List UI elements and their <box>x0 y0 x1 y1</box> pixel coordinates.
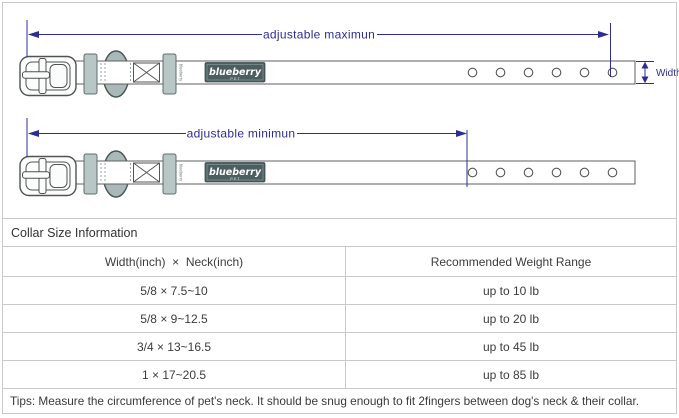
arrowhead-left-icon <box>28 31 39 38</box>
size-cell: 3/4 × 13~16.5 <box>3 333 346 360</box>
min-arrow-label: adjustable minimun <box>187 127 296 141</box>
brand-name: blueberry <box>209 67 262 78</box>
brand-subtitle: PET <box>230 177 240 181</box>
brand-subtitle: PET <box>230 77 240 81</box>
adjustment-holes <box>467 167 618 178</box>
buckle <box>19 155 77 197</box>
keeper-band <box>83 53 98 95</box>
table-row: 5/8 × 7.5~10 up to 10 lb <box>3 277 676 305</box>
cross-stitch-box <box>133 62 160 83</box>
collar-diagram: blueberry blueberry PET adjustable maxim… <box>19 20 679 198</box>
keeper-band <box>83 153 98 195</box>
weight-cell: up to 10 lb <box>482 283 540 298</box>
arrowhead-up-icon <box>641 61 649 69</box>
stitching <box>100 163 131 182</box>
table-title-row: Collar Size Information <box>3 219 676 247</box>
keeper-band <box>162 153 177 195</box>
arrowhead-down-icon <box>641 76 649 84</box>
arrowhead-right-icon <box>456 130 467 137</box>
width-label: Width <box>656 68 679 79</box>
weight-cell: up to 85 lb <box>482 367 540 382</box>
webbing-vertical-text: blueberry <box>179 164 184 182</box>
collar-bottom: blueberry blueberry PET <box>19 150 636 198</box>
size-cell: 1 × 17~20.5 <box>3 361 346 388</box>
table-row: 3/4 × 13~16.5 up to 45 lb <box>3 333 676 361</box>
outer-border: Collar Size Information Width(inch) × Ne… <box>2 2 677 414</box>
table-row: 5/8 × 9~12.5 up to 20 lb <box>3 305 676 333</box>
weight-cell: up to 20 lb <box>482 311 540 326</box>
keeper-band <box>162 53 177 95</box>
weight-cell: up to 45 lb <box>482 339 540 354</box>
cross-stitch-box <box>133 162 160 183</box>
collar-top: blueberry blueberry PET <box>19 50 636 98</box>
adjustment-holes <box>467 67 618 78</box>
tips-text: Tips: Measure the circumference of pet's… <box>10 394 639 408</box>
collar-size-table: Collar Size Information Width(inch) × Ne… <box>3 218 676 413</box>
table-header-row: Width(inch) × Neck(inch) Recommended Wei… <box>3 247 676 277</box>
min-measurement: adjustable minimun <box>26 118 468 187</box>
table-title: Collar Size Information <box>11 225 138 240</box>
max-arrow-label: adjustable maximun <box>263 28 375 42</box>
brand-patch: blueberry PET <box>204 62 266 83</box>
arrowhead-right-icon <box>598 31 609 38</box>
table-row: 1 × 17~20.5 up to 85 lb <box>3 361 676 389</box>
brand-name: blueberry <box>209 167 262 178</box>
webbing-vertical-text: blueberry <box>179 64 184 82</box>
buckle <box>19 55 77 97</box>
brand-patch: blueberry PET <box>204 162 266 183</box>
size-cell: 5/8 × 7.5~10 <box>3 277 346 304</box>
size-cell: 5/8 × 9~12.5 <box>3 305 346 332</box>
arrowhead-left-icon <box>28 130 39 137</box>
tips-row: Tips: Measure the circumference of pet's… <box>3 389 676 413</box>
stitching <box>100 63 131 82</box>
column-header-size: Width(inch) × Neck(inch) <box>3 247 346 276</box>
max-measurement: adjustable maximun <box>26 20 611 77</box>
width-annotation: Width <box>636 61 679 84</box>
column-header-weight: Recommended Weight Range <box>430 254 592 269</box>
